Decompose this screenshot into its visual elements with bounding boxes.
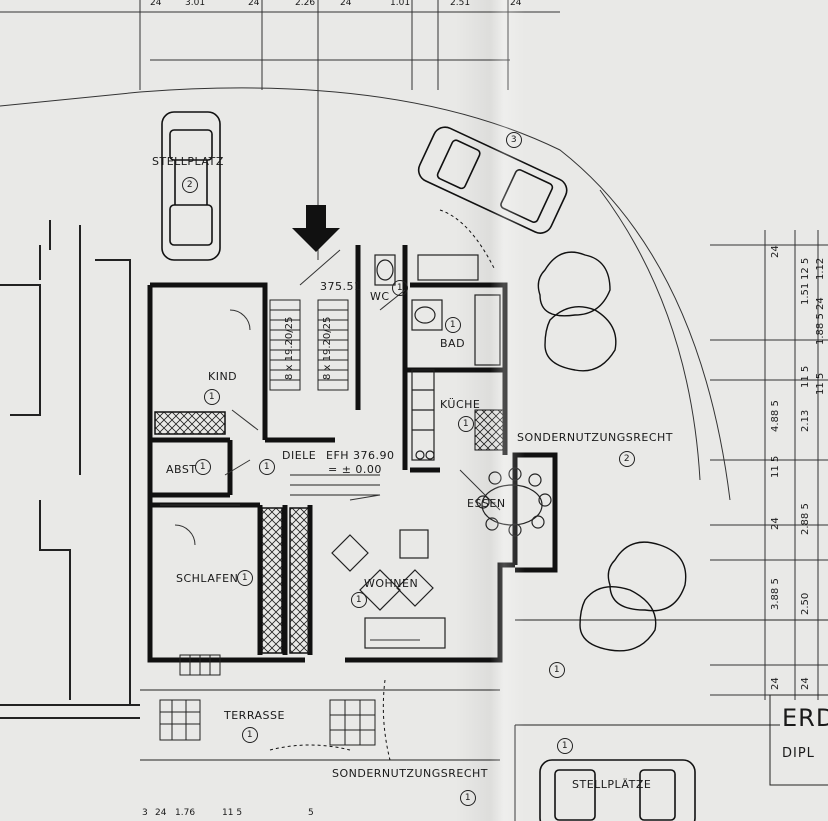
dim-top-5: 24 (340, 0, 352, 8)
trees (537, 251, 687, 652)
room-kueche-number: 1 (454, 416, 474, 432)
stair-level: 375.51 (320, 280, 362, 293)
sondernutzungsrecht-top: SONDERNUTZUNGSRECHT (517, 431, 674, 444)
dim-right-3a: 1.12 (815, 257, 826, 280)
dim-right-2c: 2.13 (800, 409, 811, 432)
garden-number: 1 (545, 662, 565, 678)
dim-right-3d: 11 5 (815, 372, 826, 395)
car-angled (417, 126, 568, 234)
car-stellplaetze-bottom (539, 759, 696, 821)
dining-table (476, 467, 552, 537)
dim-top-1: 24 (150, 0, 162, 8)
terrace (140, 619, 828, 821)
dim-right-1a: 24 (770, 245, 781, 258)
room-bad: BAD (440, 337, 466, 350)
room-terrasse-number: 1 (238, 727, 258, 743)
efh-zero: = ± 0.00 (328, 463, 382, 476)
entrance-arrow (292, 205, 340, 252)
sondernutzungsrecht-top-number: 2 (615, 451, 635, 467)
dim-top-3: 24 (248, 0, 260, 8)
dim-top-4: 2.26 (295, 0, 316, 8)
right-dimension-lines (710, 230, 828, 700)
room-kind-number: 1 (200, 389, 220, 405)
room-wohnen-number: 1 (347, 592, 367, 608)
dim-right-1c: 11 5 (770, 455, 781, 478)
room-essen: ESSEN (467, 497, 506, 510)
dim-bottom-1: 3 (142, 808, 148, 818)
dim-right-3c: 1.88 5 (815, 313, 826, 345)
dim-top-7: 2.51 (450, 0, 471, 8)
dim-right-1b: 4.88 5 (770, 400, 781, 432)
stair-dim-1: 8 x 19.20/25 (284, 316, 295, 380)
dim-right-1d: 2.88 5 (800, 503, 811, 535)
room-wc-number: 1 (388, 280, 408, 296)
room-diele-number: 1 (255, 459, 275, 475)
staircase (269, 299, 380, 496)
dim-right-1g: 24 (770, 677, 781, 690)
car-number-3: 3 (502, 132, 522, 148)
dim-top-2: 3.01 (185, 0, 206, 8)
sondernutzungsrecht-bottom-number: 1 (456, 790, 476, 806)
room-abst-number: 1 (191, 459, 211, 475)
room-kueche: KÜCHE (440, 398, 481, 411)
dim-bottom-3: 1.76 (175, 808, 196, 818)
dim-bottom-4: 11 5 (222, 808, 243, 818)
dim-right-1e: 24 (770, 517, 781, 530)
room-wohnen: WOHNEN (364, 577, 419, 590)
bathroom-fixtures (374, 254, 501, 366)
dim-right-2a: 1.51 (800, 282, 811, 305)
hatched-walls (154, 409, 504, 654)
dim-top-6: 1.01 (390, 0, 411, 8)
stellplaetze-label: STELLPLÄTZE (572, 778, 652, 791)
dim-right-2e: 24 (800, 677, 811, 690)
property-line (0, 87, 731, 501)
stellplatz-number: 2 (178, 177, 198, 193)
room-kind: KIND (208, 370, 238, 383)
dim-right-2b: 12 5 (800, 257, 811, 280)
dim-right-1f: 3.88 5 (770, 578, 781, 610)
efh-level: EFH 376.90 (326, 449, 395, 462)
title-erd: ERD (782, 704, 828, 732)
title-dipl: DIPL (782, 746, 815, 761)
shrubs (269, 209, 496, 761)
dim-right-2d: 11 5 (800, 365, 811, 388)
stellplatz-label: STELLPLATZ (152, 155, 224, 168)
kitchen-counter (411, 369, 435, 461)
dim-bottom-2: 24 (155, 808, 167, 818)
left-neighbour-walls (0, 220, 140, 719)
room-terrasse: TERRASSE (224, 709, 285, 722)
dim-bottom-5: 5 (308, 808, 314, 818)
car-stellplatz-left (161, 111, 221, 261)
top-dimension-lines (0, 0, 560, 260)
room-bad-number: 1 (441, 317, 461, 333)
living-furniture (331, 529, 446, 649)
room-abst: ABST (166, 463, 197, 476)
dim-right-3b: 24 (815, 297, 826, 310)
room-schlafen-number: 1 (233, 570, 253, 586)
room-diele: DIELE (282, 449, 317, 462)
sondernutzungsrecht-bottom: SONDERNUTZUNGSRECHT (332, 767, 489, 780)
dim-right-2f: 2.50 (800, 592, 811, 615)
stellplaetze-number: 1 (553, 738, 573, 754)
dim-top-8: 24 (510, 0, 522, 8)
stair-dim-2: 8 x 19.20/25 (322, 316, 333, 380)
door-swings (160, 249, 501, 641)
room-wc: WC (370, 290, 390, 303)
room-schlafen: SCHLAFEN (176, 572, 239, 585)
title-block (769, 694, 828, 786)
